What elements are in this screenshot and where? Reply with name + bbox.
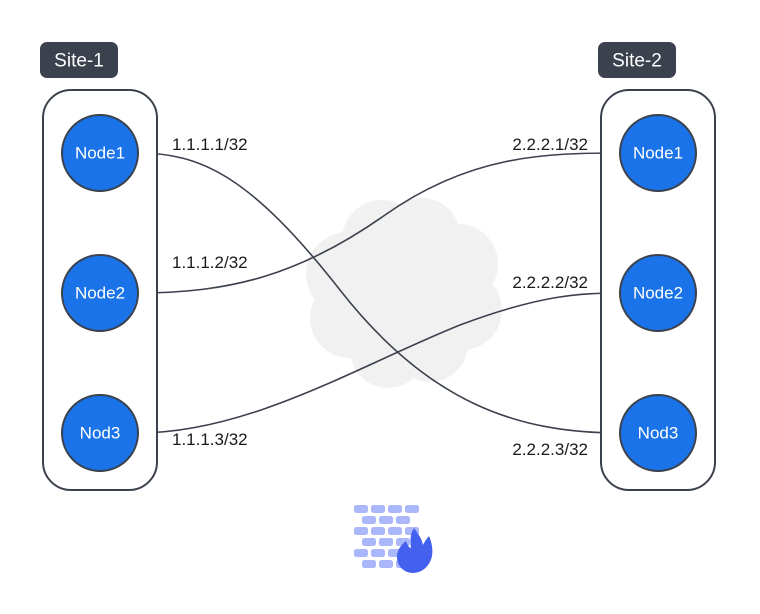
ip-label-ip-2-2-2-2: 2.2.2.2/32 (512, 273, 588, 292)
brick (388, 505, 402, 513)
site-badge-label: Site-1 (54, 51, 104, 72)
wan-cloud (306, 198, 502, 388)
site-badge-site-1[interactable]: Site-1 (40, 42, 118, 78)
brick (379, 538, 393, 546)
brick (371, 505, 385, 513)
node-label: Node1 (633, 144, 683, 163)
site-badge-bg (40, 42, 118, 78)
node-circle[interactable] (61, 254, 139, 332)
cross-site-link (137, 152, 621, 434)
node-site1-node1[interactable]: Node1 (61, 114, 139, 192)
node-site1-node3[interactable]: Nod3 (61, 394, 139, 472)
cloud-body (338, 244, 460, 348)
site-badge-site-2[interactable]: Site-2 (598, 42, 676, 78)
firewall-brick-wall (354, 505, 419, 568)
ip-labels-layer: 1.1.1.1/32 1.1.1.2/32 1.1.1.3/32 2.2.2.1/32… (172, 135, 588, 459)
brick (362, 560, 376, 568)
node-site2-node3[interactable]: Nod3 (619, 394, 697, 472)
node-label: Node1 (75, 144, 125, 163)
brick (371, 527, 385, 535)
node-label: Node2 (633, 284, 683, 303)
node-label: Nod3 (638, 424, 679, 443)
node-circle[interactable] (619, 254, 697, 332)
node-site1-node2[interactable]: Node2 (61, 254, 139, 332)
brick (405, 505, 419, 513)
brick (354, 549, 368, 557)
brick (362, 538, 376, 546)
node-label: Node2 (75, 284, 125, 303)
ip-label-ip-1-1-1-3: 1.1.1.3/32 (172, 430, 248, 449)
cross-site-link (137, 152, 621, 294)
flame-icon (397, 528, 433, 573)
brick (388, 527, 402, 535)
brick (354, 527, 368, 535)
ip-label-ip-2-2-2-1: 2.2.2.1/32 (512, 135, 588, 154)
cross-site-links (137, 152, 621, 434)
node-site2-node2[interactable]: Node2 (619, 254, 697, 332)
node-site2-node1[interactable]: Node1 (619, 114, 697, 192)
brick (396, 516, 410, 524)
ip-label-ip-1-1-1-1: 1.1.1.1/32 (172, 135, 248, 154)
ip-label-ip-2-2-2-3: 2.2.2.3/32 (512, 440, 588, 459)
site-badge-bg (598, 42, 676, 78)
node-circle[interactable] (61, 394, 139, 472)
brick (362, 516, 376, 524)
cross-site-link (137, 292, 621, 434)
brick (354, 505, 368, 513)
node-circle[interactable] (61, 114, 139, 192)
brick (371, 549, 385, 557)
firewall-icon (354, 505, 433, 573)
brick (379, 560, 393, 568)
node-circle[interactable] (619, 114, 697, 192)
brick (379, 516, 393, 524)
site-badge-label: Site-2 (612, 51, 662, 72)
node-circle[interactable] (619, 394, 697, 472)
ip-label-ip-1-1-1-2: 1.1.1.2/32 (172, 253, 248, 272)
node-label: Nod3 (80, 424, 121, 443)
